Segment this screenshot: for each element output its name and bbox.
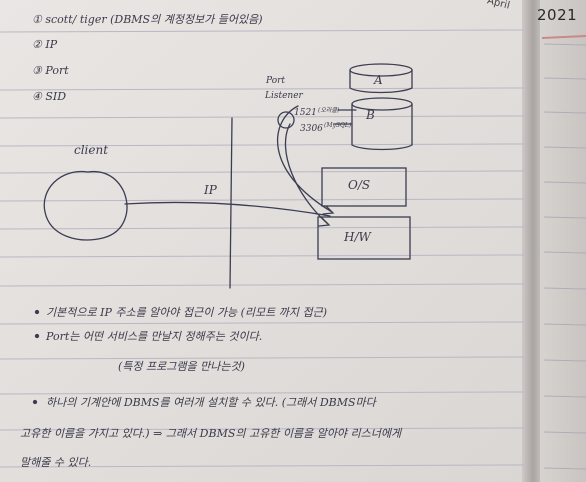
- bullet-dbms-2: 고유한 이름을 가지고 있다.) ⇒ 그래서 DBMS의 고유한 이름을 알아야…: [20, 427, 402, 440]
- note-2: ② IP: [32, 38, 58, 51]
- port-1521-note: (오라클): [318, 107, 340, 114]
- db-a-label: A: [374, 73, 383, 87]
- note-1: ① scott/ tiger (DBMS의 계정정보가 들어있음): [32, 13, 263, 26]
- os-label: O/S: [348, 178, 371, 192]
- hw-box: [317, 216, 411, 260]
- bullet-ip: 기본적으로 IP 주소를 알아야 접근이 가능 (리모트 까지 접근): [46, 306, 328, 319]
- client-label: client: [74, 143, 109, 157]
- port-3306-note: (MySQL): [324, 122, 352, 129]
- page-year: 2021: [537, 6, 578, 24]
- os-box: [321, 167, 407, 207]
- listener-arrow-2: [284, 123, 329, 225]
- bullet-port: Port는 어떤 서비스를 만날지 정해주는 것이다.: [46, 330, 263, 343]
- db-b-label: B: [366, 108, 375, 122]
- hw-label: H/W: [344, 230, 371, 244]
- port-label: Port: [266, 76, 286, 86]
- note-3: ③ Port: [32, 64, 69, 77]
- ip-label: IP: [204, 183, 217, 197]
- bullet-port-note: (특정 프로그램을 만나는것): [118, 360, 245, 373]
- note-4: ④ SID: [32, 90, 67, 103]
- port-3306: 3306: [300, 124, 323, 134]
- network-divider: [229, 117, 233, 289]
- port-1521: 1521: [294, 108, 317, 118]
- bullet-dbms-3: 말해줄 수 있다.: [20, 456, 92, 469]
- listener-label: Listener: [265, 91, 303, 101]
- client-circle: [43, 170, 128, 241]
- ip-line: [124, 201, 331, 217]
- bullet-dbms-1: 하나의 기계안에 DBMS를 여러개 설치할 수 있다. (그래서 DBMS마다: [46, 396, 376, 409]
